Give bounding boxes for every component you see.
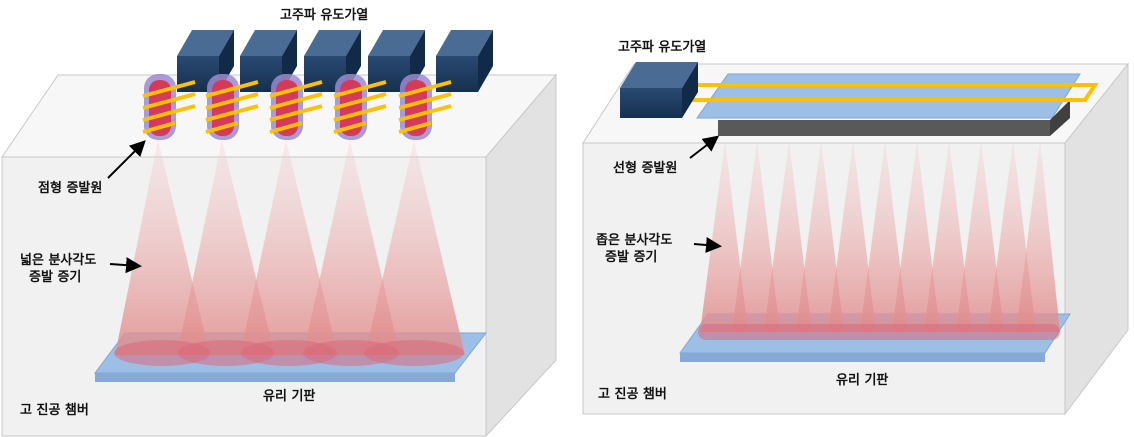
right-glass-substrate-edge <box>680 353 1045 362</box>
linear-source-body-side <box>1050 100 1070 136</box>
left-chamber-label: 고 진공 챔버 <box>20 402 89 418</box>
right-angle-label-line1: 좁은 분사각도 <box>596 232 672 248</box>
left-glass-substrate-edge <box>95 373 455 382</box>
left-heater-blocks <box>177 30 493 92</box>
right-angle-label-line2: 증발 증기 <box>605 249 657 265</box>
point-source <box>333 74 387 140</box>
vapor-cone <box>1016 140 1060 332</box>
left-substrate-label: 유리 기판 <box>263 388 315 404</box>
linear-source-body <box>718 120 1050 136</box>
vapor-cone <box>240 140 338 355</box>
vapor-cone <box>177 140 275 355</box>
deposition-band <box>698 324 1060 340</box>
right-source-arrow <box>689 135 720 159</box>
vapor-cone <box>860 140 908 332</box>
left-angle-label-line2: 증발 증기 <box>29 269 81 285</box>
left-source-label: 점형 증발원 <box>38 180 102 196</box>
vapor-cone <box>303 140 400 355</box>
vapor-cone <box>115 140 210 355</box>
point-source <box>142 74 196 140</box>
left-angle-label-line1: 넓은 분사각도 <box>20 252 96 268</box>
right-panel: 고주파 유도가열 선형 증발원 좁은 분사각도 증발 증기 유리 기판 고 진공… <box>582 39 1130 416</box>
left-heater-label: 고주파 유도가열 <box>280 7 368 23</box>
right-chamber-label: 고 진공 챔버 <box>598 386 667 402</box>
vapor-cone <box>764 140 812 332</box>
left-vapor-cones <box>114 140 465 366</box>
vapor-cone <box>700 140 748 332</box>
vapor-cone <box>365 140 465 355</box>
left-point-sources <box>142 74 452 140</box>
left-vapor-arrow <box>109 257 142 274</box>
vapor-cone <box>924 140 972 332</box>
linear-source-coil <box>680 83 1099 102</box>
heater-block <box>177 30 234 92</box>
vapor-cone <box>796 140 844 332</box>
point-source <box>269 74 323 140</box>
linear-source-top <box>696 73 1081 119</box>
vapor-cone <box>956 140 1004 332</box>
deposition-spot <box>364 340 464 366</box>
right-substrate-label: 유리 기판 <box>836 372 888 388</box>
right-heater-label: 고주파 유도가열 <box>618 39 706 55</box>
right-vapor-cones <box>698 140 1060 340</box>
point-source <box>205 74 259 140</box>
right-source-label: 선형 증발원 <box>613 160 677 176</box>
left-panel: 고주파 유도가열 점형 증발원 넓은 분사각도 증발 증기 유리 기판 고 진공… <box>1 7 558 437</box>
vapor-cone <box>732 140 780 332</box>
vapor-cone <box>892 140 940 332</box>
left-source-arrow <box>107 140 146 179</box>
right-heater-block <box>620 62 698 118</box>
right-vapor-arrow <box>693 237 722 253</box>
point-source <box>398 74 452 140</box>
vapor-cone <box>828 140 876 332</box>
